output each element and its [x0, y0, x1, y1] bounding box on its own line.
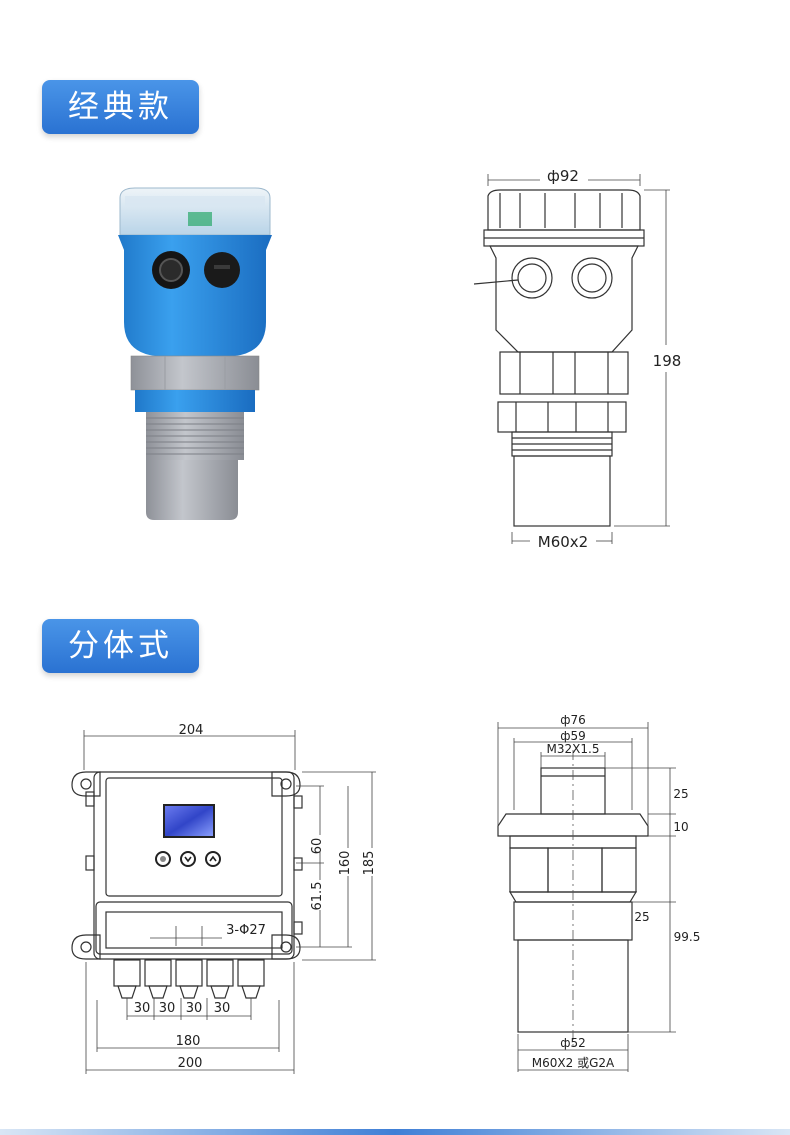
controller-spacing-1: 30 — [134, 1001, 151, 1016]
controller-buttons — [155, 851, 221, 867]
controller-spacing-2: 30 — [159, 1001, 176, 1016]
controller-dim-185: 185 — [362, 851, 377, 876]
sensor-photo — [118, 187, 272, 520]
classic-dim-height: 198 — [653, 352, 682, 370]
sensor-dim-10: 10 — [673, 820, 688, 834]
controller-dim-60: 60 — [310, 838, 325, 855]
section-title-classic: 经典款 — [42, 80, 199, 134]
controller-dim-61-5: 61.5 — [310, 882, 325, 911]
controller-spacing-3: 30 — [186, 1001, 203, 1016]
sensor-dim-52: ф52 — [560, 1036, 586, 1050]
classic-dim-diameter: ф92 — [547, 167, 579, 185]
classic-outline-drawing — [473, 189, 645, 527]
controller-dim-180: 180 — [176, 1034, 201, 1049]
controller-outline-drawing — [71, 771, 303, 999]
controller-spacing-4: 30 — [214, 1001, 231, 1016]
controller-dim-200: 200 — [178, 1056, 203, 1071]
classic-dimensions — [487, 174, 670, 544]
footer-bar — [0, 1129, 790, 1135]
sensor-dim-25-top: 25 — [673, 787, 688, 801]
controller-dimensions — [83, 730, 376, 1074]
controller-dim-holes: 3-Φ27 — [226, 923, 266, 938]
sensor-dim-25-mid: 25 — [634, 910, 649, 924]
controller-dim-160: 160 — [338, 851, 353, 876]
sensor-dim-59: ф59 — [560, 729, 586, 743]
sensor-dim-thread-top: M32X1.5 — [547, 742, 600, 756]
lcd-display — [163, 804, 215, 838]
sensor-dim-99-5: 99.5 — [674, 930, 701, 944]
sensor-dimensions — [497, 722, 676, 1072]
sensor-dim-thread-bottom: M60X2 或G2A — [532, 1056, 615, 1070]
classic-dim-thread: M60x2 — [538, 533, 588, 551]
section-title-split: 分体式 — [42, 619, 199, 673]
controller-dim-width: 204 — [179, 723, 204, 738]
sensor-dim-76: ф76 — [560, 713, 586, 727]
